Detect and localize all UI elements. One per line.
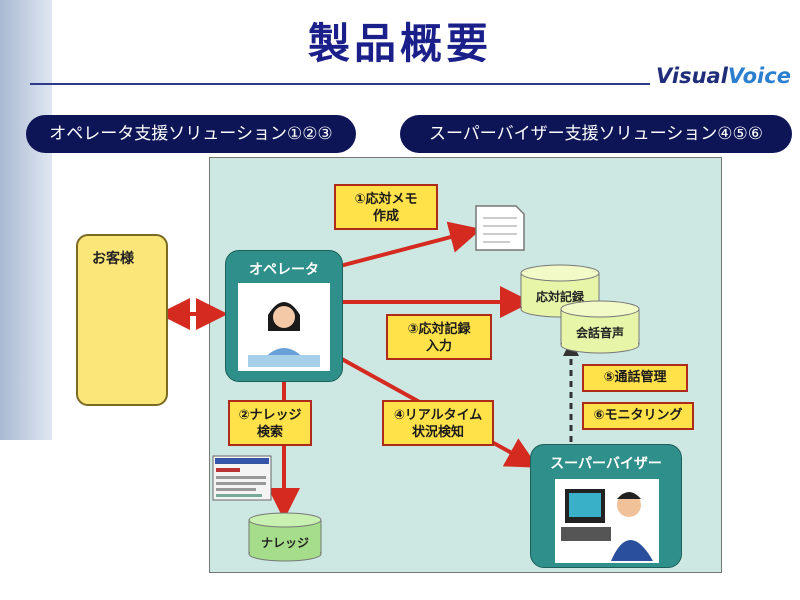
note-response-memo-line2: 作成 <box>372 209 399 224</box>
note-knowledge-search-line2: 検索 <box>256 425 283 440</box>
note-record-input: ③応対記録 入力 <box>386 314 492 360</box>
note-monitoring: ⑥モニタリング <box>582 402 694 430</box>
note-call-management: ⑤通話管理 <box>582 364 688 392</box>
operator-node: オペレータ <box>225 250 343 382</box>
operator-illustration <box>238 283 330 371</box>
note-realtime-detection: ④リアルタイム 状況検知 <box>382 400 494 446</box>
memo-document-icon <box>475 205 525 251</box>
supervisor-illustration <box>555 479 659 563</box>
supervisor-solution-tab: スーパーバイザー支援ソリューション④⑤⑥ <box>400 115 792 153</box>
supervisor-solution-label: スーパーバイザー支援ソリューション④⑤⑥ <box>428 124 764 144</box>
note-knowledge-search-line1: ②ナレッジ <box>238 408 302 423</box>
note-monitoring-label: ⑥モニタリング <box>593 408 683 423</box>
left-decor-strip <box>0 0 52 440</box>
note-response-memo-line1: ①応対メモ <box>354 192 418 207</box>
operator-label: オペレータ <box>249 262 319 278</box>
knowledge-label: ナレッジ <box>260 536 309 550</box>
customer-label: お客様 <box>92 251 134 267</box>
record-label: 応対記録 <box>535 290 584 304</box>
supervisor-node: スーパーバイザー <box>530 444 682 568</box>
customer-node: お客様 <box>76 234 168 406</box>
note-call-management-label: ⑤通話管理 <box>603 370 667 385</box>
note-knowledge-search: ②ナレッジ 検索 <box>228 400 312 446</box>
title-divider <box>30 83 650 85</box>
note-realtime-detection-line2: 状況検知 <box>411 425 464 440</box>
supervisor-label: スーパーバイザー <box>550 456 662 472</box>
note-record-input-line1: ③応対記録 <box>407 322 471 337</box>
operator-solution-tab: オペレータ支援ソリューション①②③ <box>26 115 356 153</box>
page-title: 製品概要 <box>307 19 492 68</box>
visualvoice-logo: VisualVoice <box>656 64 791 88</box>
note-realtime-detection-line1: ④リアルタイム <box>393 408 483 423</box>
knowledge-screen-thumbnail <box>212 455 272 501</box>
note-response-memo: ①応対メモ 作成 <box>334 184 438 230</box>
knowledge-database: ナレッジ <box>248 512 322 562</box>
voice-database: 会話音声 <box>560 300 640 354</box>
memo-arrow <box>339 221 482 268</box>
operator-solution-label: オペレータ支援ソリューション①②③ <box>49 124 333 144</box>
voice-label: 会話音声 <box>575 326 624 340</box>
note-record-input-line2: 入力 <box>425 339 452 354</box>
